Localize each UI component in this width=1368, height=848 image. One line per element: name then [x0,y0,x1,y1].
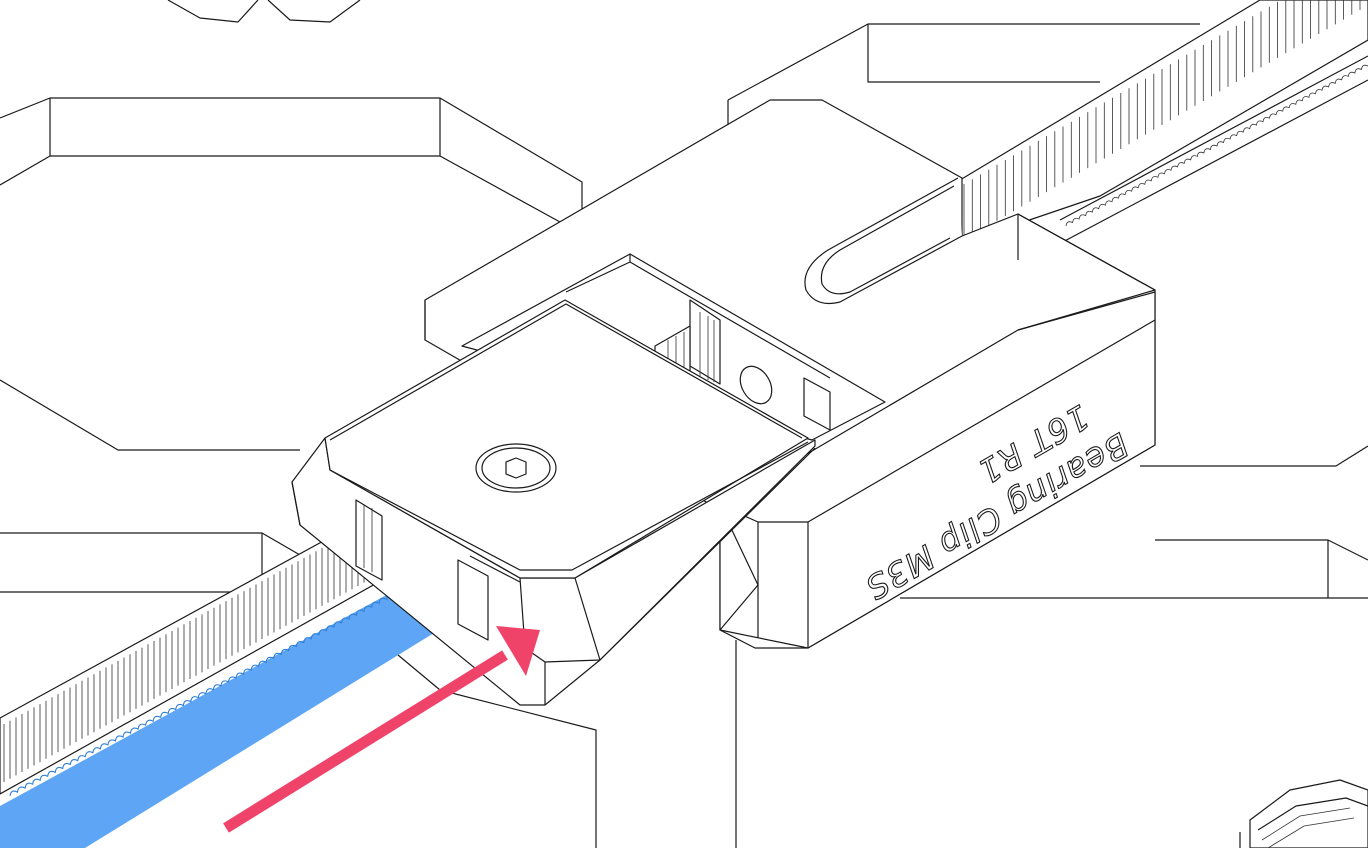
belt-rear [959,0,1368,271]
insert-direction-arrow-icon [223,626,540,833]
bearing-clip [291,299,816,706]
hex-nut-corner [1249,779,1368,848]
hex-socket-screw-icon [475,443,557,493]
